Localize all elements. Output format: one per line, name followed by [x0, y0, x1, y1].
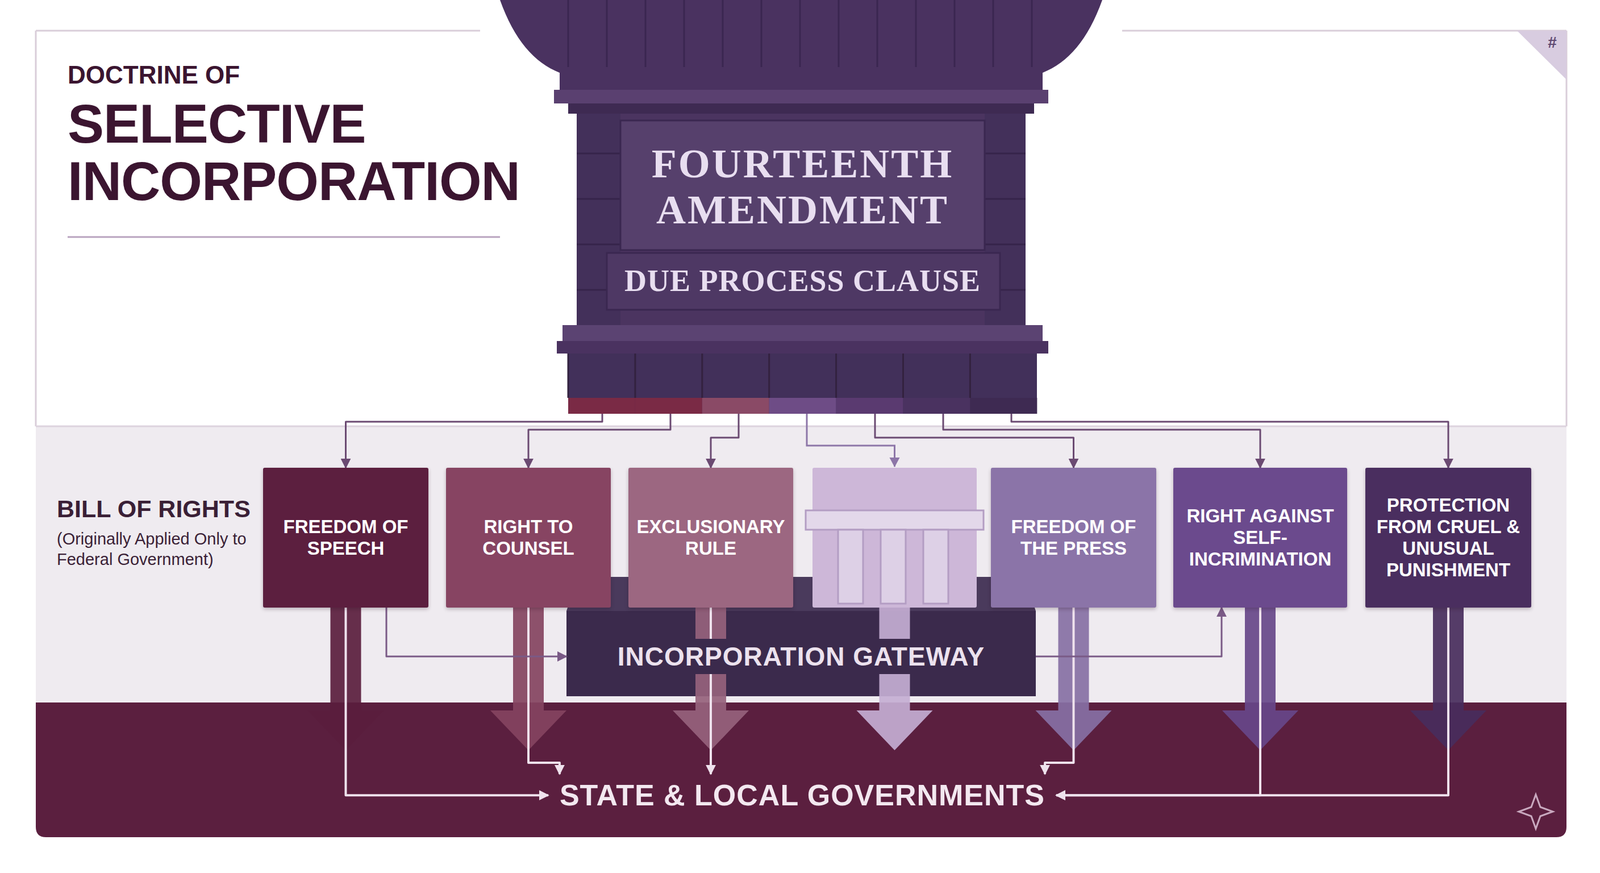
right-label: EXCLUSIONARY RULE: [634, 515, 788, 560]
capital-flute: [838, 0, 840, 68]
section-label: BILL OF RIGHTS: [56, 495, 262, 523]
state-connector: [1044, 607, 1074, 774]
government-label: STATE & LOCAL GOVERNMENTS: [559, 777, 1045, 813]
right-label: RIGHT AGAINST SELF-INCRIMINATION: [1178, 505, 1342, 570]
icon-connector-head: [889, 457, 900, 468]
gate-connector: [386, 607, 567, 657]
frame-line: [35, 30, 37, 427]
stone-joint: [984, 243, 1026, 246]
capital-flute: [953, 0, 956, 68]
band-line: [35, 425, 1567, 428]
bill-band: [35, 426, 1567, 705]
right-box: FREEDOM OF SPEECH: [263, 467, 429, 608]
capital-flute: [799, 0, 802, 68]
state-band: [35, 702, 1567, 837]
base-segment: [969, 397, 1037, 414]
icon-slab: [805, 510, 984, 530]
stone-joint: [984, 198, 1026, 200]
icon-leg: [838, 529, 864, 604]
corner-mark: #: [1540, 34, 1564, 52]
subtitle: DOCTRINE OF: [67, 61, 466, 89]
base-segment: [635, 397, 703, 414]
icon-box: [812, 467, 977, 608]
capital-flute: [644, 0, 647, 68]
gateway-front: [566, 610, 1036, 697]
gate-connector: [1035, 607, 1222, 657]
stone-joint: [576, 198, 621, 200]
state-connector: [346, 607, 549, 795]
title-rule: [67, 236, 500, 239]
gateway-label: INCORPORATION GATEWAY: [609, 638, 993, 674]
corner-tab: [1517, 30, 1567, 80]
capital-flute: [992, 0, 995, 68]
flow-arrow: [856, 607, 933, 750]
base-joint: [701, 353, 703, 398]
state-connector: [1056, 607, 1261, 795]
base-joint: [835, 353, 837, 398]
capital-flute: [722, 0, 724, 68]
right-box: PROTECTION FROM CRUEL & UNUSUAL PUNISHME…: [1365, 467, 1532, 608]
pillar-connector: [528, 413, 671, 468]
frame-line: [1565, 30, 1568, 427]
right-label: PROTECTION FROM CRUEL & UNUSUAL PUNISHME…: [1371, 494, 1526, 581]
right-box: RIGHT AGAINST SELF-INCRIMINATION: [1173, 467, 1348, 608]
title: SELECTIVE INCORPORATION: [67, 95, 568, 211]
pillar-connector: [346, 413, 603, 468]
right-box: FREEDOM OF THE PRESS: [990, 467, 1157, 608]
stone-joint: [576, 243, 621, 246]
right-box: EXCLUSIONARY RULE: [628, 467, 794, 608]
icon-leg: [880, 529, 906, 604]
base-joint: [969, 353, 972, 398]
state-connector: [528, 607, 560, 774]
section-note: (Originally Applied Only to Federal Gove…: [56, 528, 250, 570]
pillar-cornice: [562, 325, 1043, 341]
clause-title: DUE PROCESS CLAUSE: [562, 263, 1043, 299]
pillar-molding: [553, 89, 1049, 104]
base-joint: [567, 353, 570, 398]
right-label: RIGHT TO COUNSEL: [451, 515, 606, 560]
capital-flute: [760, 0, 763, 68]
base-joint: [768, 353, 770, 398]
pillar-connector: [710, 413, 739, 468]
stone-joint: [576, 152, 621, 155]
base-segment: [836, 397, 904, 414]
star-icon: [1518, 794, 1553, 829]
stone-joint: [984, 152, 1026, 155]
right-label: FREEDOM OF SPEECH: [268, 515, 423, 560]
amendment-title: FOURTEENTH AMENDMENT: [562, 140, 1043, 233]
icon-connector: [806, 413, 895, 467]
frame-line: [1122, 30, 1567, 32]
base-joint: [634, 353, 636, 398]
icon-leg: [923, 529, 949, 604]
state-connector: [1056, 607, 1449, 795]
capital-flute: [876, 0, 879, 68]
capital-flute: [683, 0, 686, 68]
base-segment: [702, 397, 770, 414]
state-connector: [709, 607, 712, 774]
capital-flute: [567, 0, 570, 68]
pillar-connector: [1011, 413, 1449, 468]
base-joint: [902, 353, 904, 398]
capital-flute: [1031, 0, 1033, 68]
capital-flute: [915, 0, 918, 68]
government-band: STATE & LOCAL GOVERNMENTS: [548, 773, 1057, 816]
capital-flute: [606, 0, 608, 68]
pillar-base: [568, 353, 1037, 414]
pillar-capital: [500, 0, 1103, 97]
amendment-pillar: FOURTEENTH AMENDMENT DUE PROCESS CLAUSE: [562, 96, 1043, 414]
base-segment: [769, 397, 837, 414]
base-segment: [568, 397, 636, 414]
right-box: RIGHT TO COUNSEL: [446, 467, 611, 608]
pillar-molding: [568, 103, 1035, 114]
frame-line: [35, 30, 481, 32]
pillar-cornice: [556, 340, 1049, 354]
gateway-platform: INCORPORATION GATEWAY: [566, 625, 1036, 688]
right-label: FREEDOM OF THE PRESS: [996, 515, 1151, 560]
base-segment: [903, 397, 971, 414]
